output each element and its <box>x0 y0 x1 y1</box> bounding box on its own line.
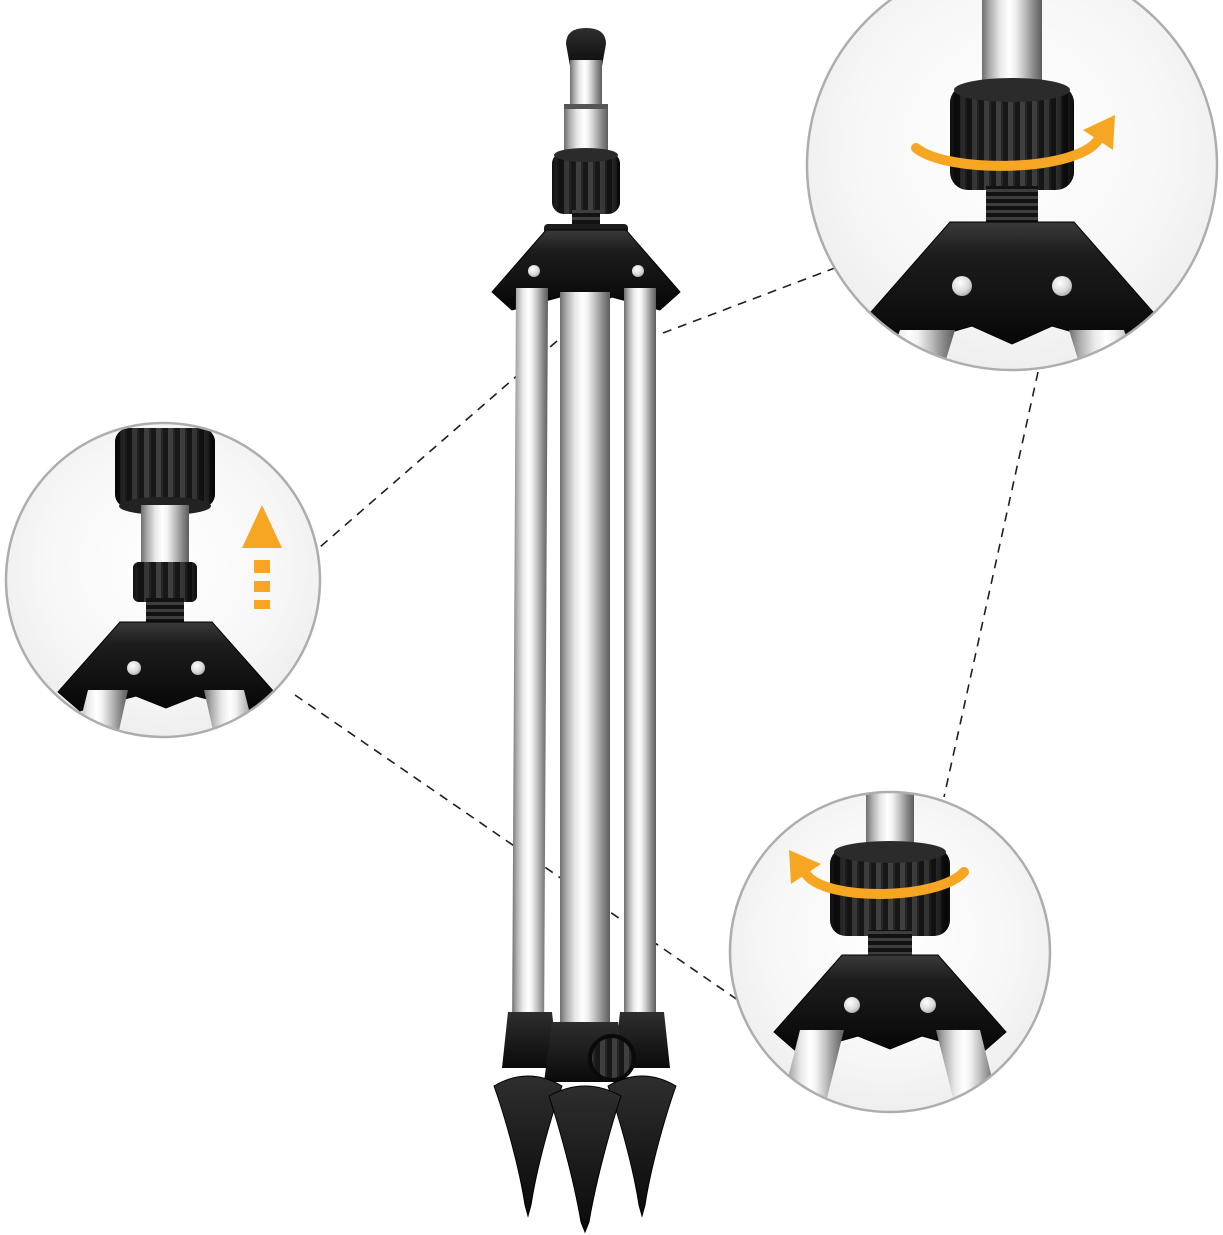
ground-spikes <box>493 1075 677 1234</box>
callout-top-right-lock <box>805 0 1219 372</box>
leg-bottom-collars <box>502 1012 670 1082</box>
left-spike <box>493 1075 563 1218</box>
outer-tube-top <box>564 106 608 156</box>
tube-step-ridge <box>564 104 608 109</box>
right-leg-tube <box>624 288 656 1042</box>
leader-line-top-right-to-bottom-right-callout <box>943 371 1039 798</box>
center-spike <box>548 1085 622 1234</box>
leg-detail <box>872 330 955 370</box>
hub-rivet <box>844 997 860 1013</box>
callout-circle-rim <box>728 790 1052 1114</box>
hub-rivet <box>920 997 936 1013</box>
lock-nut-detail <box>133 562 197 602</box>
left-leg-tube <box>512 288 548 1042</box>
leader-line-hub-to-top-right-callout <box>662 265 841 334</box>
hub-rivet <box>952 276 972 296</box>
main-product-tripod <box>491 28 681 1234</box>
hub-rivet <box>632 265 644 277</box>
up-arrow-dashed-icon <box>242 505 282 609</box>
twist-lock-knob-detail <box>115 428 215 515</box>
rotate-clockwise-arrow-icon <box>911 115 1115 171</box>
center-column-tube <box>560 292 610 1050</box>
callout-circle-rim <box>4 421 322 739</box>
callout-circle-rim <box>805 0 1219 372</box>
bottom-lock-wheel <box>588 1034 636 1082</box>
hub-rivet <box>1052 276 1072 296</box>
tripod-hub-detail <box>773 954 1007 1054</box>
left-foot-collar <box>502 1012 558 1068</box>
rotate-counterclockwise-arrow-icon <box>789 850 969 899</box>
twist-lock-knob <box>552 148 620 214</box>
leg-detail <box>1069 330 1152 370</box>
hub-rivet <box>528 265 540 277</box>
twist-lock-knob-detail <box>950 78 1074 190</box>
tripod-hub-detail <box>57 621 275 712</box>
threaded-neck-detail <box>986 186 1038 224</box>
hub-rivet <box>127 661 141 675</box>
threaded-neck-detail <box>146 598 184 626</box>
extended-pole-detail <box>141 505 189 567</box>
inner-telescoping-tube <box>570 60 602 112</box>
right-spike <box>607 1075 677 1218</box>
callout-left-extension <box>4 421 322 739</box>
hub-rivet <box>191 661 205 675</box>
callout-bottom-right-lock <box>728 790 1052 1114</box>
tripod-legs <box>512 288 656 1050</box>
rubber-top-cap <box>566 28 606 70</box>
